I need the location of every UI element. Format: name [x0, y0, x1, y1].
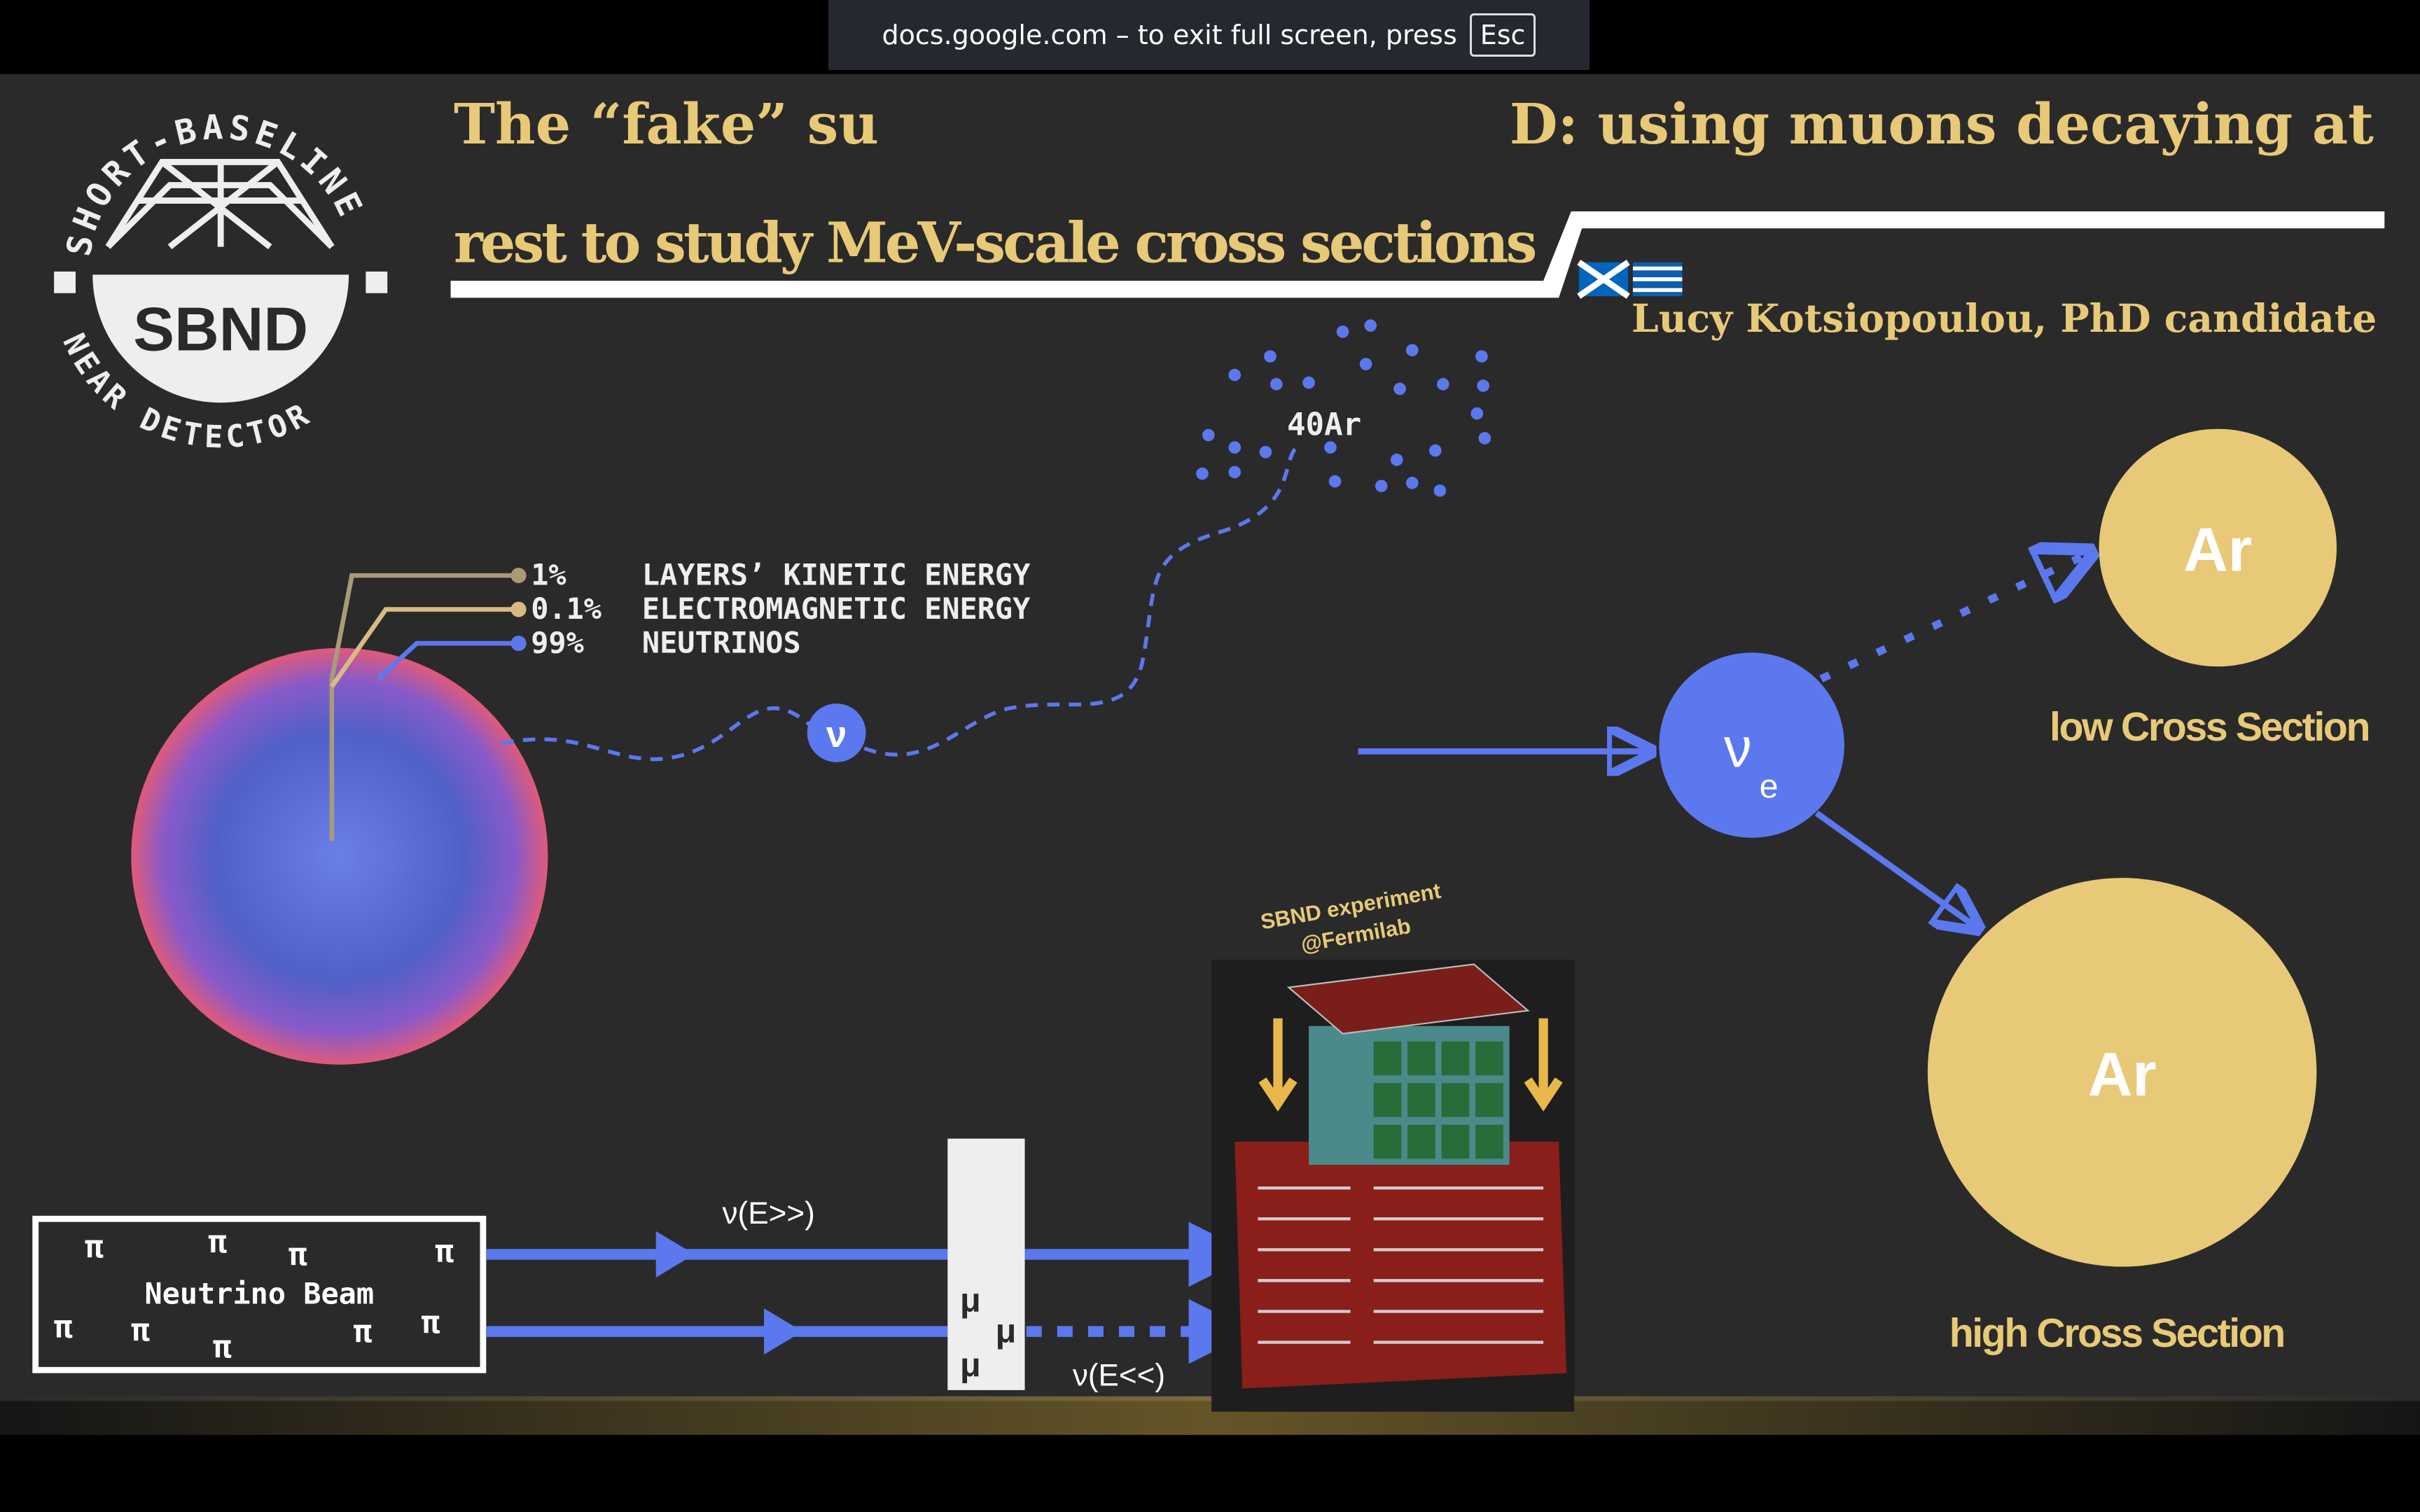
svg-text:π: π [436, 1234, 454, 1270]
svg-text:0.1%: 0.1% [531, 592, 601, 626]
fullscreen-exit-toast: docs.google.com – to exit full screen, p… [828, 0, 1590, 70]
argon-label: 40Ar [1287, 407, 1361, 443]
high-energy-label: ν(E>>) [722, 1196, 814, 1231]
svg-text:μ: μ [996, 1312, 1017, 1350]
muon-absorber [947, 1138, 1025, 1390]
title-line2: rest to study MeV-scale cross sections [454, 211, 1537, 276]
electron-neutrino [1659, 652, 1844, 838]
solid-arrow [1814, 810, 1978, 929]
logo-lattice-icon [105, 159, 335, 250]
sbnd-detector-image [1211, 959, 1575, 1412]
svg-text:1%: 1% [531, 557, 566, 592]
neutrino-label: ν [826, 714, 847, 755]
argon-small [2099, 428, 2337, 667]
svg-text:π: π [422, 1305, 440, 1340]
neutrino-beam-label: Neutrino Beam [144, 1276, 374, 1310]
logo-center-text: SBND [133, 294, 308, 363]
beam-box [32, 1215, 487, 1373]
neutrino-circle [807, 704, 866, 762]
svg-text:π: π [54, 1310, 73, 1345]
neutrino-path [501, 446, 1298, 762]
svg-text:π: π [288, 1237, 307, 1273]
svg-text:π: π [85, 1229, 104, 1265]
low-cross-section-label: low Cross Section [2050, 705, 2370, 750]
svg-text:ELECTROMAGNETIC ENERGY: ELECTROMAGNETIC ENERGY [642, 592, 1031, 626]
svg-text:LAYERS’ KINETIC ENERGY: LAYERS’ KINETIC ENERGY [642, 557, 1031, 592]
nue-symbol: ν [1724, 716, 1752, 778]
dotted-arrow [1819, 552, 2092, 682]
title-line1-right: D: using muons decaying at [1510, 92, 2374, 157]
svg-text:π: π [354, 1315, 373, 1350]
svg-text:μ: μ [960, 1281, 981, 1319]
svg-text:μ: μ [960, 1346, 981, 1384]
logo-half-disc [92, 274, 349, 403]
muons: μμμ [960, 1281, 1016, 1384]
low-energy-label: ν(E<<) [1073, 1358, 1165, 1392]
author: Lucy Kotsiopoulou, PhD candidate [1632, 295, 2377, 341]
high-cross-section-label: high Cross Section [1949, 1311, 2286, 1356]
title-line1-left: The “fake” su [454, 92, 879, 157]
svg-text:π: π [209, 1225, 228, 1261]
svg-text:π: π [131, 1312, 150, 1348]
energy-legend: 1% LAYERS’ KINETIC ENERGY 0.1% ELECTROMAGN… [531, 557, 1031, 659]
argon-cloud [1196, 319, 1491, 497]
svg-text:π: π [213, 1330, 232, 1366]
toast-message: docs.google.com – to exit full screen, p… [882, 20, 1457, 50]
argon-large [1927, 878, 2317, 1267]
argon-small-label: Ar [2183, 515, 2252, 584]
nue-subscript: e [1760, 768, 1779, 806]
svg-text:NEUTRINOS: NEUTRINOS [642, 625, 801, 659]
supernova-image [131, 648, 548, 1065]
flags-icon [1577, 260, 1683, 299]
title-underline [450, 211, 2385, 298]
legend-leaders [329, 573, 517, 841]
argon-large-label: Ar [2088, 1040, 2157, 1109]
svg-text:99%: 99% [531, 625, 584, 659]
esc-key-hint[interactable]: Esc [1469, 13, 1536, 57]
